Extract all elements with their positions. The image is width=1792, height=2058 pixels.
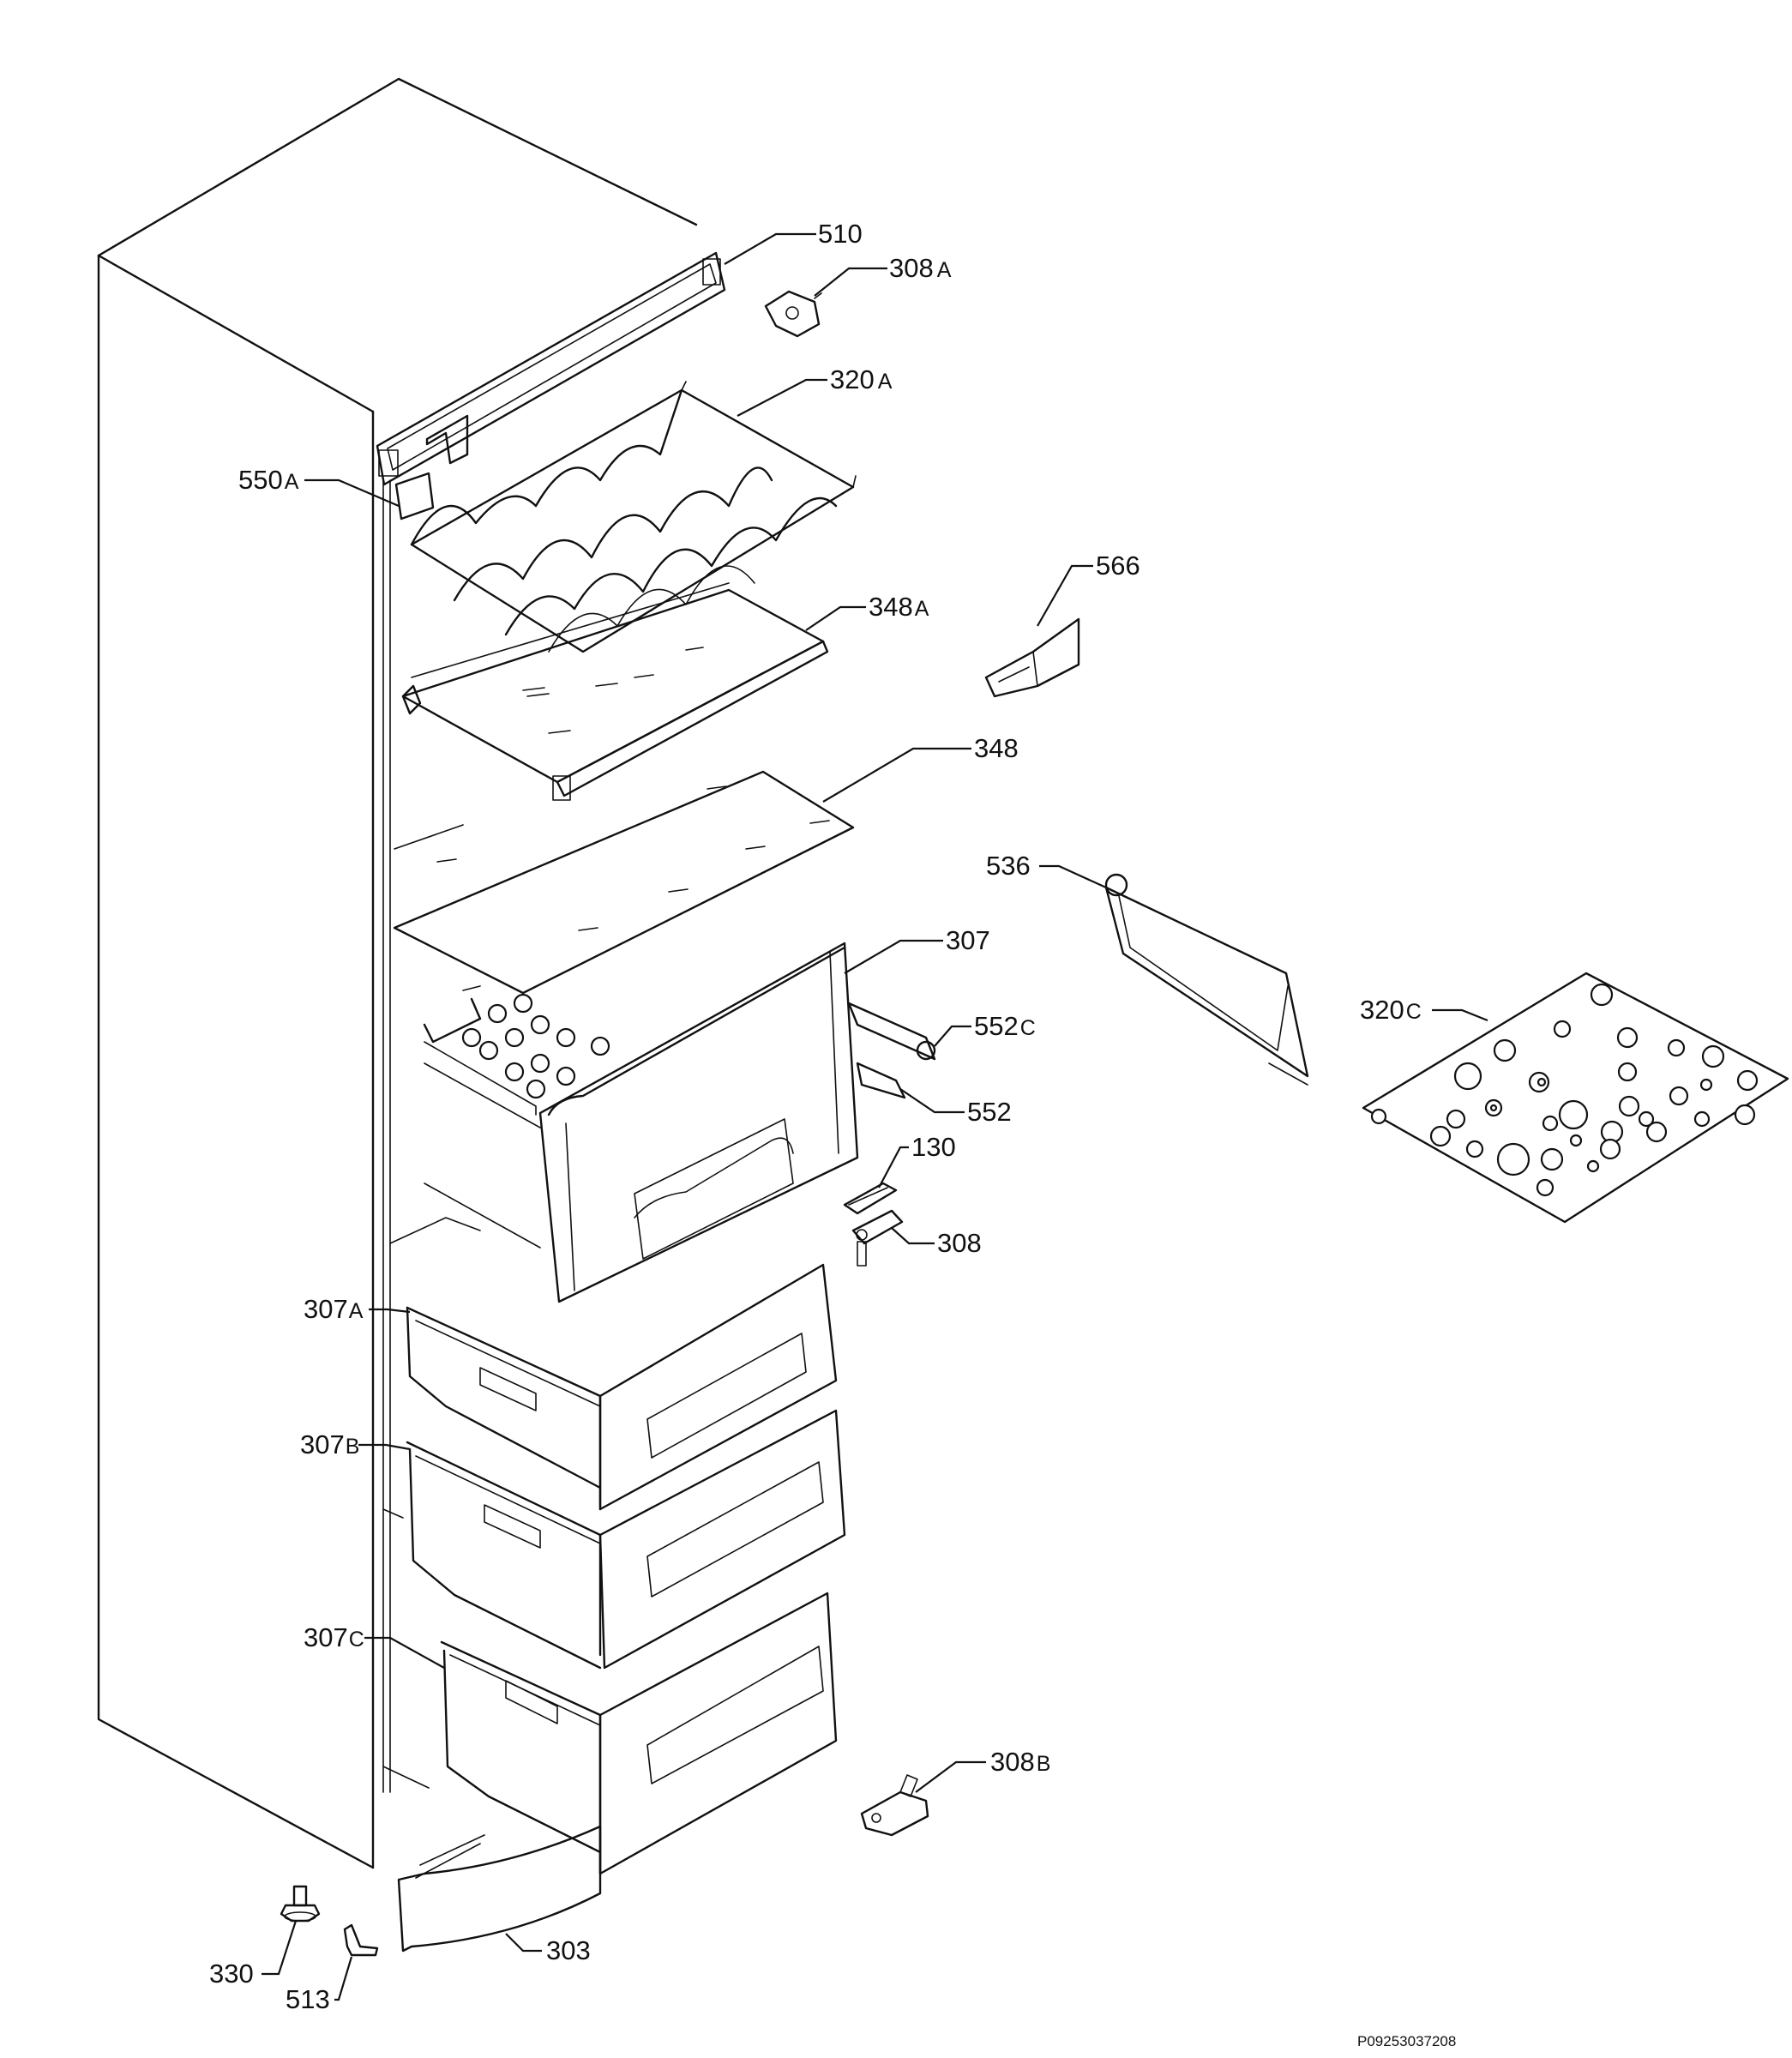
part-307c-drawer [440,1592,838,1875]
part-330-foot [280,1885,321,1923]
callout-513: 513 [286,1984,330,2014]
part-308-hinge [851,1209,904,1267]
drawing-number: P09253037208 [1357,2033,1456,2049]
part-550a-clip [394,472,435,521]
callout-307b: 307B [300,1429,359,1459]
cabinet-body [97,77,698,1869]
part-307b-drawer [406,1409,846,1670]
callout-308b: 308B [990,1747,1050,1777]
part-320a-wine-rack [410,381,857,653]
part-513-clip [343,1923,379,1957]
callout-552: 552 [967,1097,1012,1127]
part-536-divider [1104,873,1309,1086]
part-308a-hinge [764,290,822,338]
callout-130: 130 [911,1132,956,1162]
part-307-drawer-flap [423,942,859,1303]
callout-320c: 320C [1360,995,1422,1025]
callout-348: 348 [974,733,1019,763]
callout-307c: 307C [304,1622,364,1652]
part-303-plinth [397,1825,602,1953]
part-348a-glass-shelf [401,582,829,801]
part-552-rail [856,1062,906,1099]
part-320c-perforated-plate [1362,972,1789,1224]
part-130-plate [843,1182,898,1215]
part-348-glass-shelf [393,770,855,995]
callout-536: 536 [986,851,1031,881]
callout-566: 566 [1096,551,1140,581]
callout-303: 303 [546,1935,591,1965]
part-307a-drawer [406,1263,838,1511]
callout-330: 330 [209,1959,254,1989]
callout-308: 308 [937,1228,982,1258]
callout-552c: 552C [974,1011,1036,1041]
callout-348a: 348A [869,592,929,622]
callout-510: 510 [818,219,863,249]
callout-550a: 550A [238,465,299,495]
part-510-control-panel [376,251,726,486]
callout-307a: 307A [304,1294,364,1324]
part-552c-rail [847,1002,936,1061]
leader-lines [262,232,1488,2001]
part-566-bracket [984,617,1080,698]
part-308b-hinge [860,1774,929,1837]
callout-307: 307 [946,925,990,955]
